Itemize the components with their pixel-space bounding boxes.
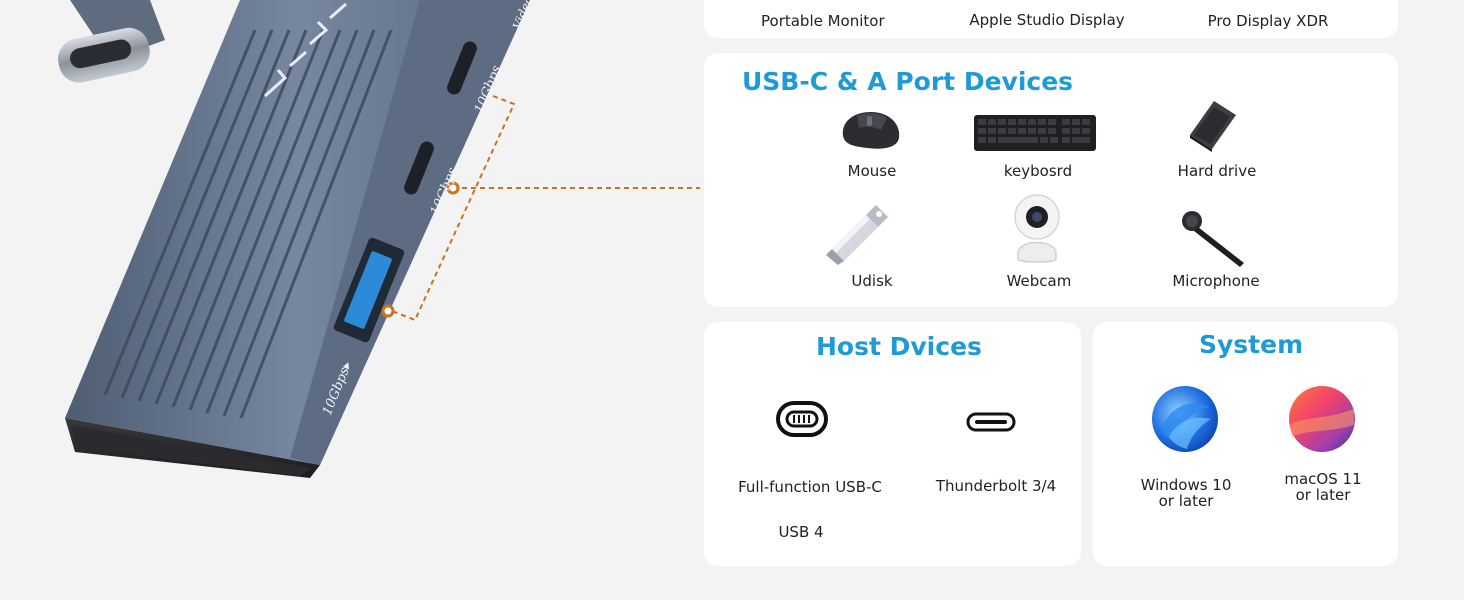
usb-c-port-icon [776,401,828,437]
usb-c-plug [58,0,165,83]
system-card: System Windows 10 or later macOS 11 or l… [1093,322,1398,566]
usb-hub-drawing [58,0,700,478]
host-devices-card: Host Dvices Full-function USB-C Thunderb… [704,322,1081,566]
host-extra-label: USB 4 [778,523,824,541]
system-item-line1: macOS 11 [1284,470,1362,488]
keyboard-icon [974,115,1096,151]
host-item-label: Full-function USB-C [738,478,882,496]
display-devices-card: Portable Monitor Apple Studio Display Pr… [704,0,1398,38]
thunderbolt-port-icon [966,412,1016,432]
section-title: Host Dvices [816,332,982,361]
hard-drive-icon [1190,101,1236,152]
port-devices-card: USB-C & A Port Devices Mouse keybosrd Ha… [704,53,1398,307]
device-label: Udisk [851,272,893,290]
connector-lines [391,95,700,322]
hub-body [65,0,530,478]
microphone-icon [1182,211,1244,267]
windows-icon [1152,386,1218,452]
webcam-icon [1014,194,1060,263]
connector-dots [381,181,460,318]
mouse-icon [842,112,900,149]
device-label: Microphone [1172,272,1260,290]
usb-drive-icon [826,205,888,265]
display-item-label: Apple Studio Display [969,11,1125,29]
device-label: Mouse [847,162,897,180]
section-title: System [1199,330,1304,359]
system-item-line2: or later [1295,486,1351,504]
device-label: Hard drive [1177,162,1257,180]
display-item-label: Pro Display XDR [1207,12,1329,30]
device-label: keybosrd [1003,162,1073,180]
display-item-label: Portable Monitor [761,12,885,30]
host-item-label: Thunderbolt 3/4 [935,477,1057,495]
macos-icon [1289,386,1355,452]
system-item-line1: Windows 10 [1140,476,1232,494]
system-item-line2: or later [1158,492,1214,510]
section-title: USB-C & A Port Devices [742,67,1074,96]
product-illustration: 10Gbps 10Gbps 10Gbps▸ Video [0,0,700,600]
device-label: Webcam [1006,272,1072,290]
brand-mark [263,2,347,98]
